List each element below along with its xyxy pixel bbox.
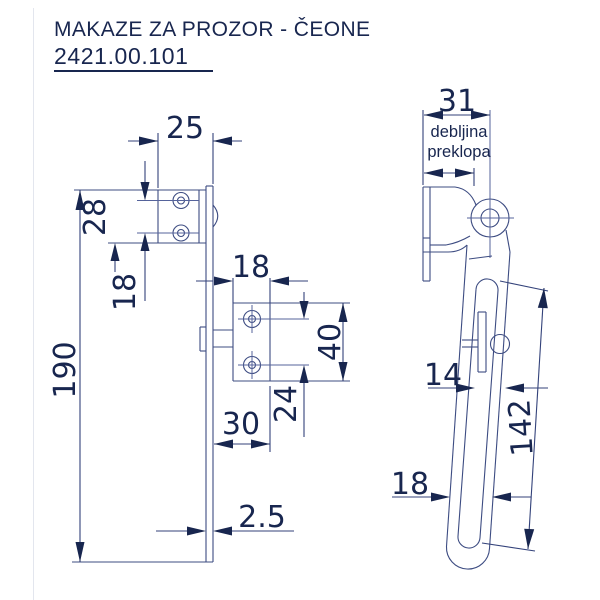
dim-label-25: 25	[166, 111, 204, 146]
dim-slot-length: 142	[481, 280, 549, 552]
overlap-note-line1: debljina	[431, 123, 489, 141]
dim-label-30: 30	[222, 407, 260, 442]
dim-label-190: 190	[48, 341, 83, 398]
dim-label-28: 28	[78, 198, 113, 236]
dim-label-18-top: 18	[232, 250, 270, 285]
hinge-knuckle	[467, 110, 514, 258]
dim-top-width: 25	[128, 111, 242, 188]
dim-label-142: 142	[502, 398, 540, 457]
overlap-note-line2: preklopa	[427, 143, 491, 161]
page-border-line	[33, 8, 34, 600]
scissor-arm	[445, 229, 511, 570]
drawing-title: MAKAZE ZA PROZOR - ČEONE	[54, 18, 371, 41]
dim-hole-edge: 18	[108, 243, 143, 311]
dim-label-2-5: 2.5	[238, 500, 286, 535]
hinge-pin-bump	[212, 204, 219, 228]
middle-bracket	[199, 302, 350, 382]
dim-bracket-width: 18	[196, 250, 308, 303]
dim-label-40: 40	[313, 323, 348, 361]
dim-label-18-arm: 18	[391, 467, 429, 502]
dim-pin-offset: 14	[424, 358, 548, 393]
title-block: MAKAZE ZA PROZOR - ČEONE 2421.00.101	[54, 18, 370, 72]
clamp-profile	[422, 186, 477, 282]
front-view: 25 28 18 190	[48, 111, 350, 563]
side-view: 31 debljina preklopa 14 142	[391, 84, 549, 570]
top-bracket	[74, 189, 206, 244]
dim-bracket-hole-spacing: 24	[269, 292, 309, 437]
arm-slot	[457, 278, 499, 549]
dim-overlap-depth: 31	[422, 84, 490, 185]
dim-bracket-height: 40	[313, 303, 348, 381]
dim-label-31: 31	[438, 84, 476, 119]
dim-arm-width: 18	[391, 467, 531, 502]
dim-label-14: 14	[424, 358, 462, 393]
dim-hole-spacing-top: 28	[78, 161, 150, 301]
dim-label-24: 24	[269, 385, 304, 423]
dim-total-height: 190	[48, 190, 85, 562]
mounting-plate	[72, 185, 219, 563]
dim-label-18-left: 18	[108, 273, 143, 311]
slider-pivot	[462, 311, 511, 373]
part-number: 2421.00.101	[54, 44, 213, 72]
overlap-note: debljina preklopa	[424, 123, 491, 186]
dim-bracket-offset: 30	[214, 386, 271, 452]
dim-plate-thickness: 2.5	[156, 500, 294, 536]
